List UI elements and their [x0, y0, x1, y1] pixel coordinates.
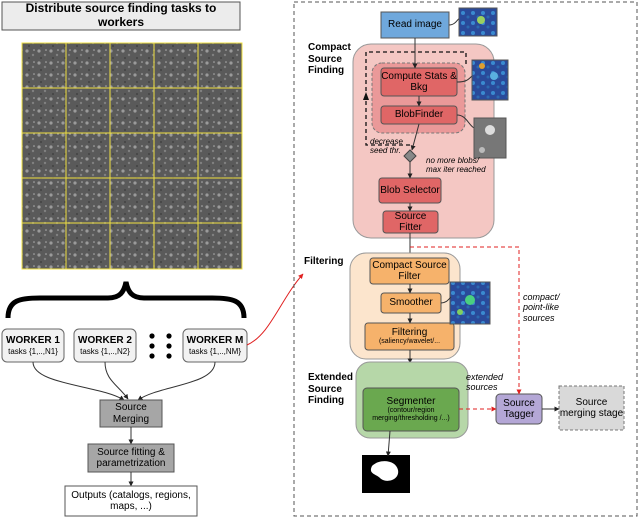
compute-stats-box: Compute Stats & Bkg [381, 70, 457, 94]
outputs-box: Outputs (catalogs, regions, maps, ...) [71, 489, 191, 513]
source-fitter-box: Source Fitter [394, 210, 427, 234]
sky-image-grid [21, 42, 243, 270]
compact-filter-box: Compact Source Filter [372, 259, 447, 283]
compact-sources-label: compact/ point-like sources [523, 292, 560, 323]
filtering-title: Filtering [391, 326, 428, 338]
label-compact-source-finding: Compact Source Finding [308, 42, 351, 76]
blob-selector-box: Blob Selector [380, 184, 440, 196]
worker-2-tasks: tasks {1,..,N2} [80, 346, 130, 356]
worker-m-name: WORKER M [186, 335, 244, 347]
ellipsis-dots [149, 333, 172, 359]
read-image-box: Read image [388, 19, 442, 31]
worker-m-box: WORKER M tasks {1,..,NM} [183, 329, 247, 362]
segmenter-box: Segmenter (contour/region merging/thresh… [363, 388, 459, 431]
thumb-stats-bkg [471, 59, 509, 101]
worker-1-tasks: tasks {1,..,N1} [8, 346, 58, 356]
no-more-blobs-label: no more blobs/ max iter reached [426, 156, 486, 175]
worker-1-box: WORKER 1 tasks {1,..,N1} [2, 329, 64, 362]
decrease-seed-label: decrease seed thr. [370, 137, 403, 156]
label-filtering: Filtering [304, 256, 344, 267]
worker-1-name: WORKER 1 [6, 335, 60, 347]
worker-2-name: WORKER 2 [78, 335, 132, 347]
filtering-sub: (saliency/wavelet/... [378, 338, 441, 346]
segmenter-sub: (contour/region merging/thresholding /..… [372, 407, 450, 423]
worker-m-tasks: tasks {1,..,NM} [188, 346, 242, 356]
filtering-box: Filtering (saliency/wavelet/... [365, 323, 454, 350]
smoother-box: Smoother [389, 297, 433, 309]
source-fitting-box: Source fitting & parametrization [96, 446, 166, 470]
source-tagger-box: Source Tagger [503, 397, 535, 421]
source-merging-box: Source Merging [112, 402, 150, 425]
curly-brace [5, 281, 247, 319]
thumb-blobfinder [473, 117, 507, 159]
blobfinder-box: BlobFinder [394, 109, 444, 121]
segmenter-title: Segmenter [386, 395, 436, 407]
label-extended-source-finding: Extended Source Finding [308, 372, 354, 406]
source-merging-stage-box: Source merging stage [559, 396, 624, 420]
extended-sources-label: extended sources [466, 372, 504, 393]
worker-2-box: WORKER 2 tasks {1,..,N2} [74, 329, 136, 362]
header-distribute-tasks: Distribute source finding tasks to worke… [25, 1, 217, 29]
